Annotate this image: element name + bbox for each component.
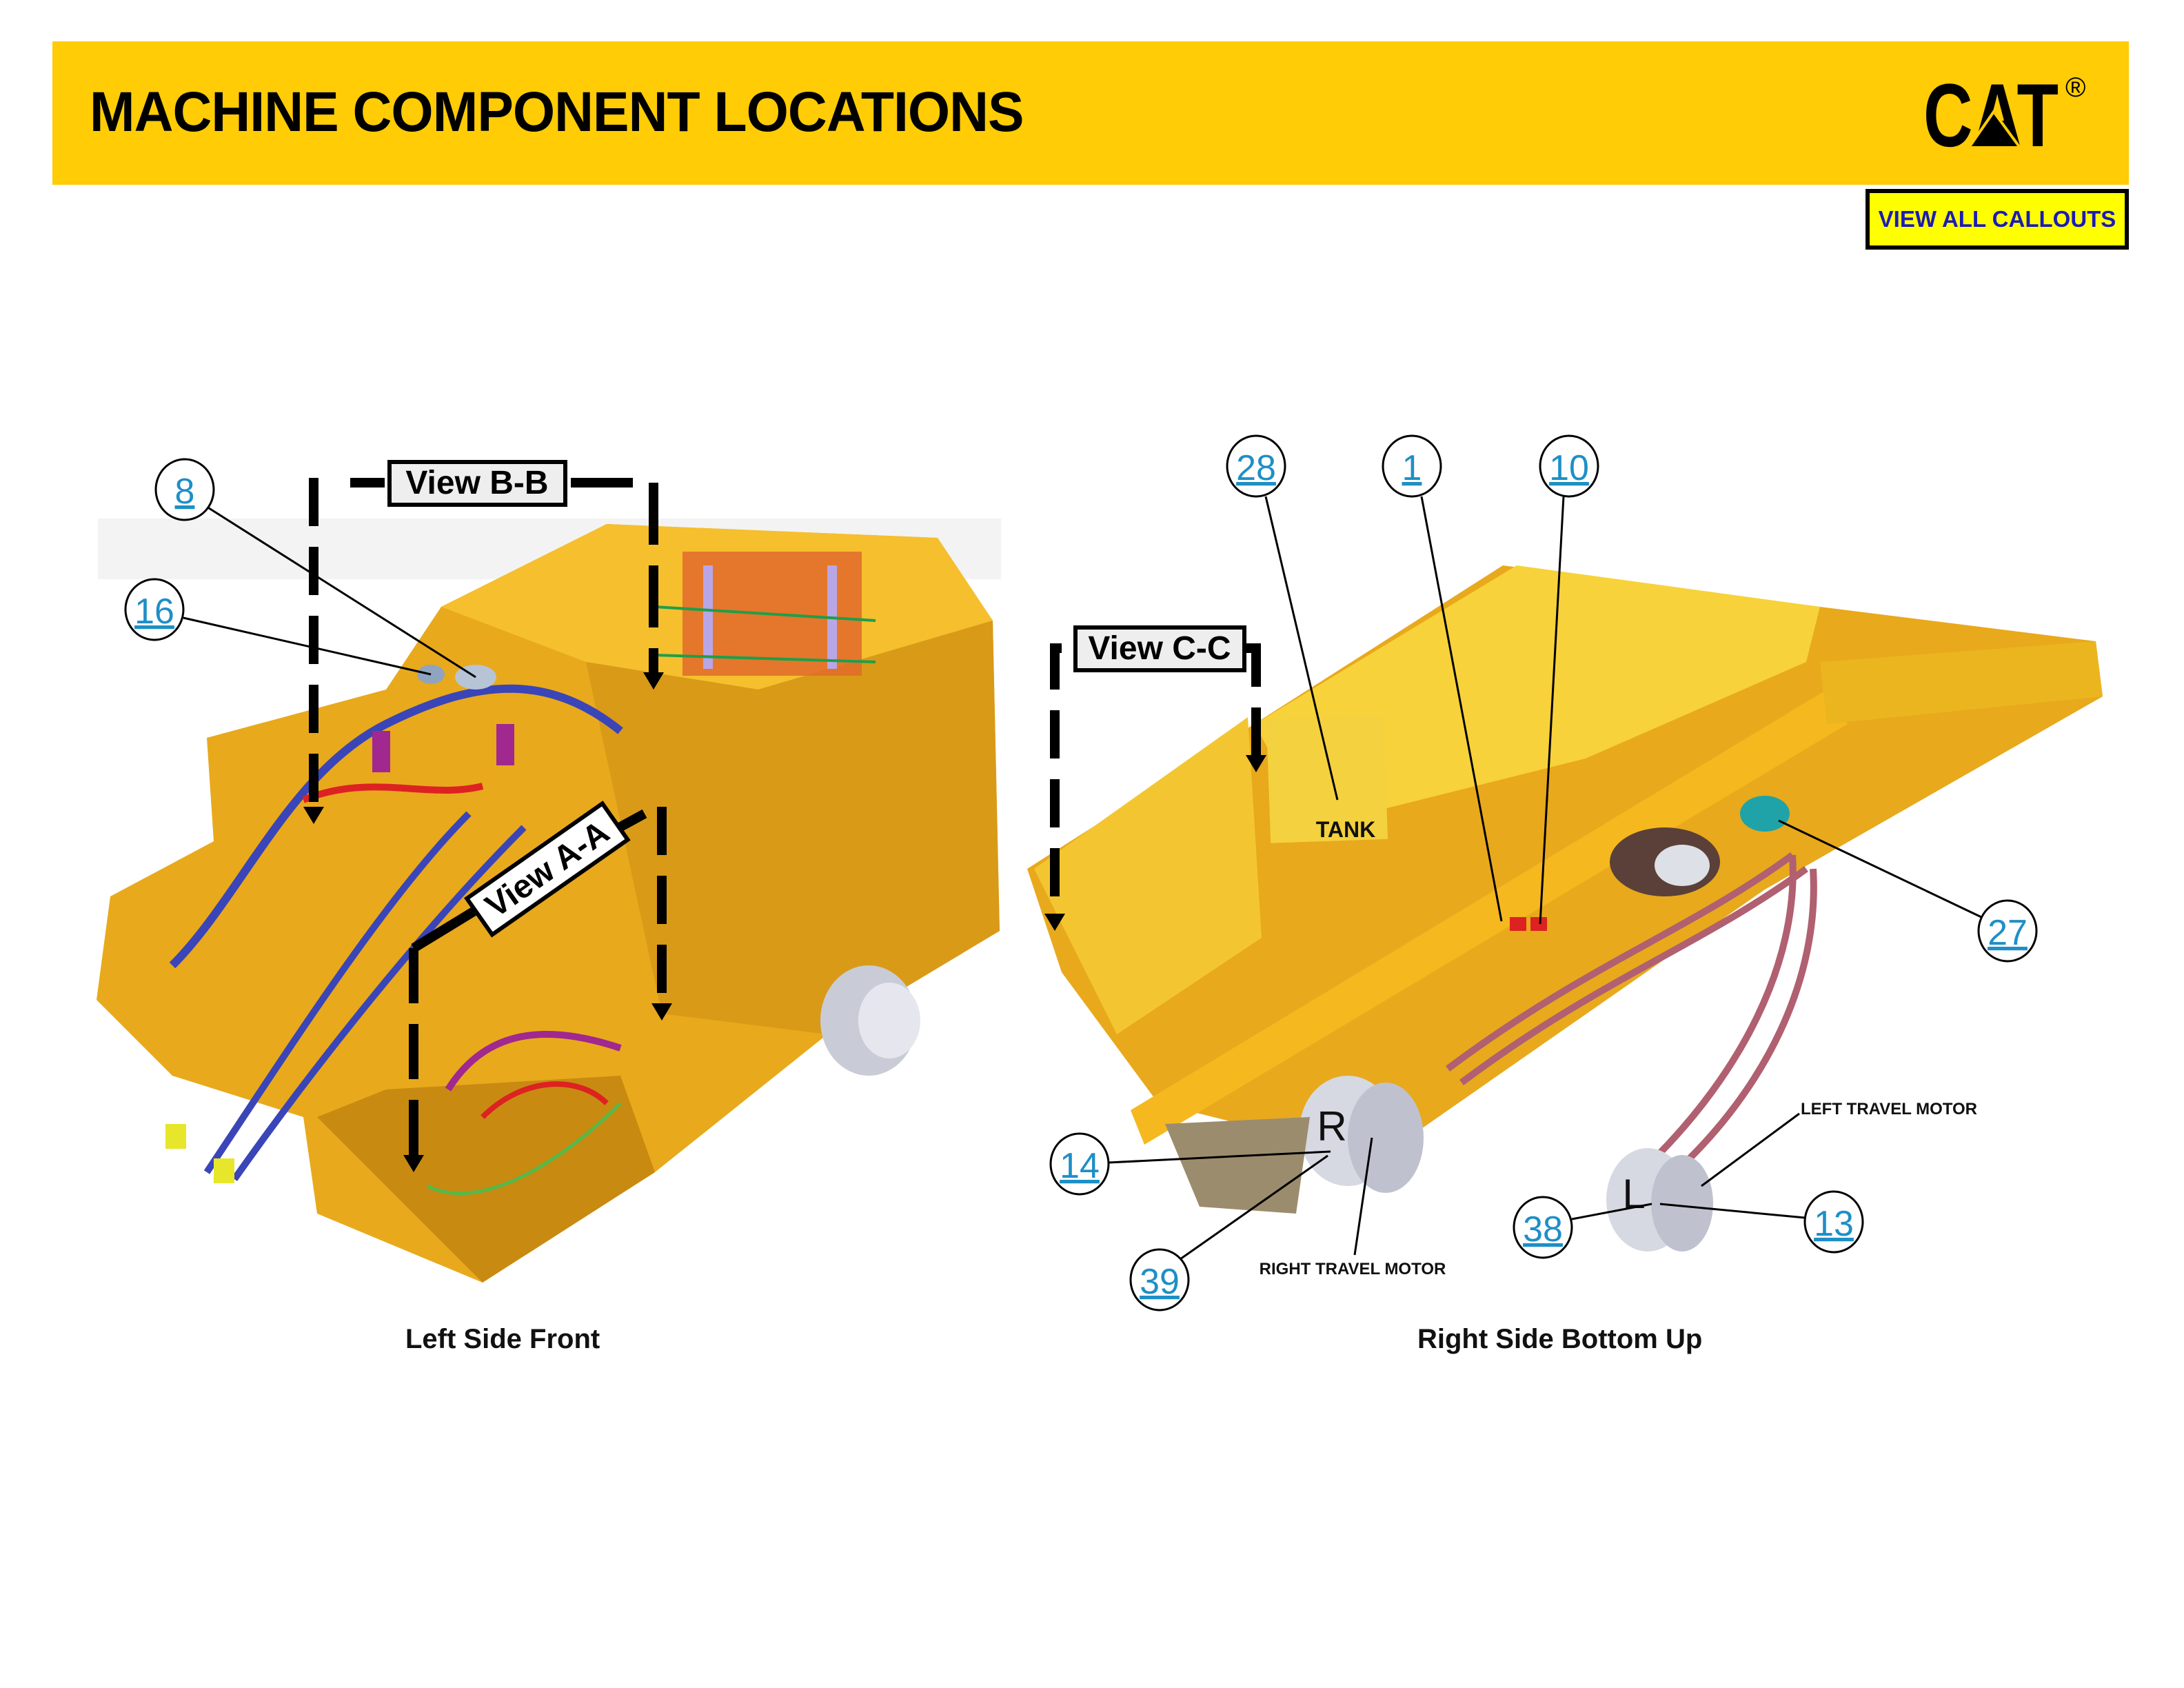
left-view-caption: Left Side Front	[405, 1324, 600, 1354]
callout-8[interactable]: 8	[154, 458, 476, 679]
callout-10-label[interactable]: 10	[1549, 448, 1589, 488]
callout-14-label[interactable]: 14	[1060, 1146, 1100, 1186]
registered-mark: ®	[2065, 72, 2085, 103]
view-c-c-label: View C-C	[1088, 630, 1231, 667]
callout-8-label[interactable]: 8	[175, 472, 195, 512]
right-view-caption: Right Side Bottom Up	[1417, 1324, 1703, 1354]
callout-1-label[interactable]: 1	[1402, 448, 1422, 488]
callout-16[interactable]: 16	[124, 578, 432, 676]
left-travel-motor-label: LEFT TRAVEL MOTOR	[1801, 1100, 1977, 1118]
callout-38-label[interactable]: 38	[1523, 1209, 1563, 1249]
page-title: MACHINE COMPONENT LOCATIONS	[90, 81, 1024, 143]
view-b-b-label: View B-B	[405, 465, 548, 501]
left-travel-motor-annotation: LEFT TRAVEL MOTOR	[1701, 1100, 1977, 1187]
callout-27[interactable]: 27	[1778, 819, 2038, 963]
section-view-c-c[interactable]: View C-C	[1044, 625, 1266, 931]
cat-triangle-icon	[1966, 109, 2023, 149]
right-travel-motor-label: RIGHT TRAVEL MOTOR	[1260, 1260, 1446, 1278]
header-banner: MACHINE COMPONENT LOCATIONS CAT ®	[52, 41, 2129, 185]
callout-16-label[interactable]: 16	[134, 592, 174, 632]
callout-1[interactable]: 1	[1382, 434, 1503, 922]
callout-28[interactable]: 28	[1226, 434, 1339, 801]
right-motor-marker: R	[1317, 1103, 1346, 1149]
callout-27-label[interactable]: 27	[1988, 913, 2028, 953]
left-motor-marker: L	[1622, 1171, 1645, 1217]
tank-label: TANK	[1316, 817, 1376, 842]
callout-13[interactable]: 13	[1659, 1190, 1864, 1254]
callout-39[interactable]: 39	[1129, 1154, 1328, 1312]
callout-10[interactable]: 10	[1539, 434, 1599, 925]
callout-39-label[interactable]: 39	[1140, 1262, 1180, 1302]
cat-logo: CAT ®	[1923, 69, 2085, 159]
section-view-b-b[interactable]: View B-B	[303, 460, 664, 824]
callout-38[interactable]: 38	[1513, 1196, 1652, 1259]
callout-13-label[interactable]: 13	[1814, 1204, 1854, 1244]
callout-14[interactable]: 14	[1049, 1132, 1331, 1196]
right-travel-motor-annotation: RIGHT TRAVEL MOTOR	[1260, 1137, 1446, 1278]
callout-28-label[interactable]: 28	[1236, 448, 1276, 488]
right-machine-illustration	[1027, 565, 2103, 1252]
view-all-callouts-button[interactable]: VIEW ALL CALLOUTS	[1866, 189, 2129, 250]
left-machine-illustration	[97, 519, 1001, 1283]
